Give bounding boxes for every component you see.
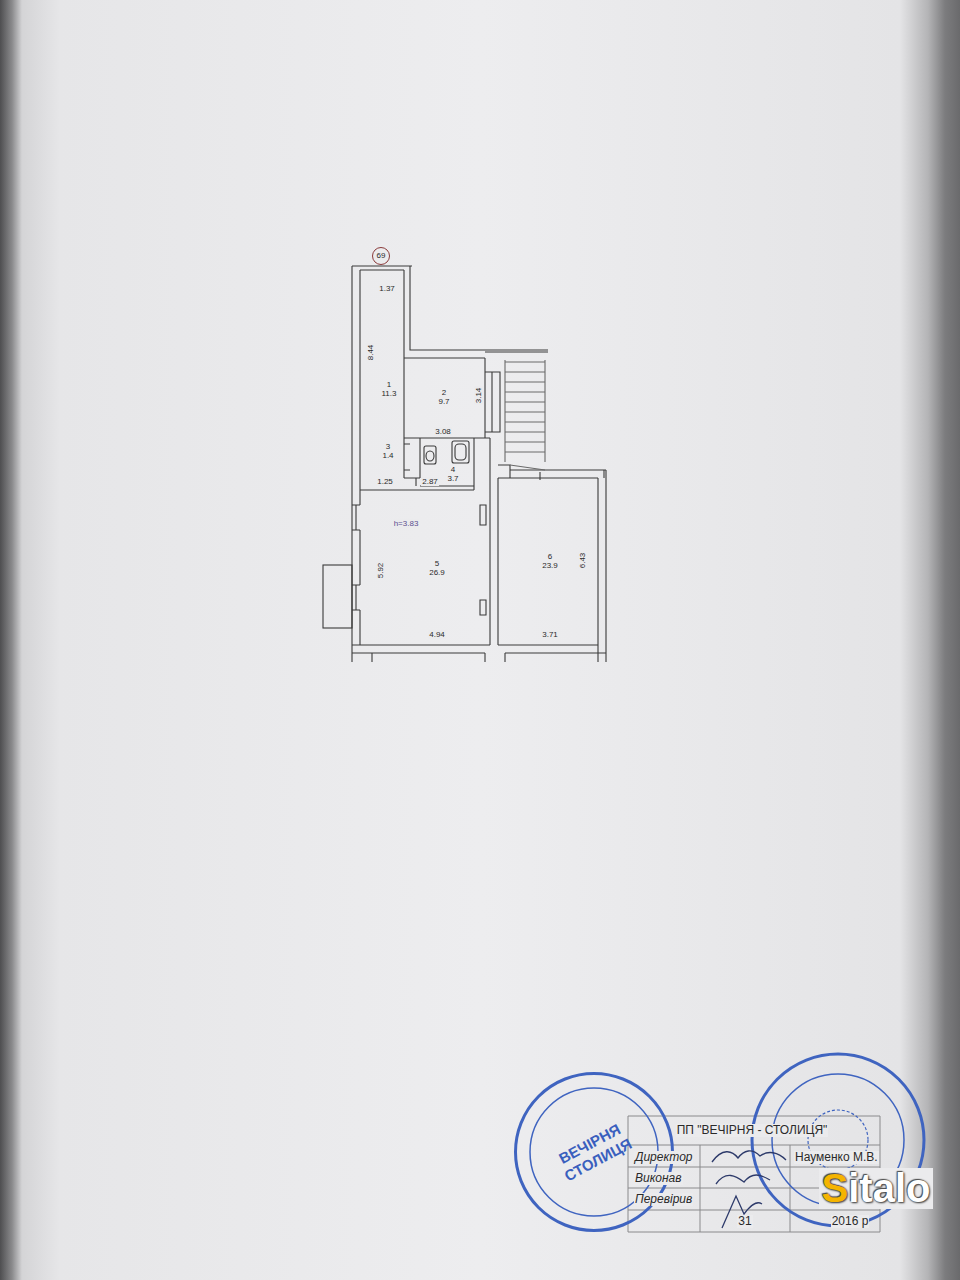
room-number: 69 xyxy=(373,248,389,264)
balcony xyxy=(323,565,352,628)
table-cell: 2016 р xyxy=(831,1215,870,1228)
dimension: 1.37 xyxy=(378,284,396,293)
room-number: ВЕЧІРНЯ СТОЛИЦЯ xyxy=(548,1116,639,1187)
room-number: 5 xyxy=(429,559,445,568)
ceiling-height: h=3.83 xyxy=(393,519,420,528)
room-number: 4 xyxy=(447,465,458,474)
room-number: 2 xyxy=(438,388,449,397)
dimension: 3.71 xyxy=(541,630,559,639)
stair-hatch xyxy=(505,360,545,470)
signatures xyxy=(712,1151,786,1228)
plan-marker: 69 xyxy=(372,247,390,265)
room-area: 11.3 xyxy=(382,389,397,398)
room-area: 3.7 xyxy=(447,474,458,483)
stamp-text-holder: ВЕЧІРНЯ СТОЛИЦЯ xyxy=(548,1116,639,1187)
wc-symbol xyxy=(424,446,436,464)
table-cell: Директор xyxy=(634,1151,693,1164)
windows xyxy=(352,372,604,610)
doors xyxy=(404,444,540,615)
room-label: 29.7 xyxy=(437,387,450,407)
room-number: 3 xyxy=(382,442,393,451)
signature xyxy=(712,1151,786,1162)
room-label: 111.3 xyxy=(381,379,398,399)
dimension: 8.44 xyxy=(366,343,375,361)
room-area: 1.4 xyxy=(382,451,393,460)
table-cell: Перевірив xyxy=(634,1193,693,1206)
outer-walls xyxy=(352,266,606,662)
walls xyxy=(323,266,606,662)
room-label: 31.4 xyxy=(381,441,394,461)
dimension: 3.08 xyxy=(434,427,452,436)
dimension: 2.87 xyxy=(421,477,439,486)
room-label: 623.9 xyxy=(541,551,559,571)
table-cell: Науменко М.В. xyxy=(794,1151,879,1164)
room-number: 1 xyxy=(382,380,397,389)
room-area: 23.9 xyxy=(542,561,558,570)
room-number: 6 xyxy=(542,552,558,561)
dimension: 1.25 xyxy=(376,477,394,486)
room-label: 43.7 xyxy=(446,464,459,484)
table-cell: Виконав xyxy=(634,1172,683,1185)
signature xyxy=(722,1196,762,1228)
dimension: 5.92 xyxy=(376,561,385,579)
room-area: 9.7 xyxy=(438,397,449,406)
watermark: Sitalo xyxy=(819,1168,934,1209)
table-cell: 31 xyxy=(737,1215,752,1228)
room-label: 526.9 xyxy=(428,558,446,578)
dimension: 6.43 xyxy=(578,551,587,569)
bath-symbol xyxy=(452,441,469,463)
wc-bowl xyxy=(426,451,434,461)
bath-inner xyxy=(455,444,466,460)
company-name: ПП "ВЕЧІРНЯ - СТОЛИЦЯ" xyxy=(676,1124,829,1137)
signature xyxy=(716,1175,770,1184)
dimension: 3.14 xyxy=(474,386,483,404)
dimension: 4.94 xyxy=(428,630,446,639)
room-area: 26.9 xyxy=(429,568,445,577)
